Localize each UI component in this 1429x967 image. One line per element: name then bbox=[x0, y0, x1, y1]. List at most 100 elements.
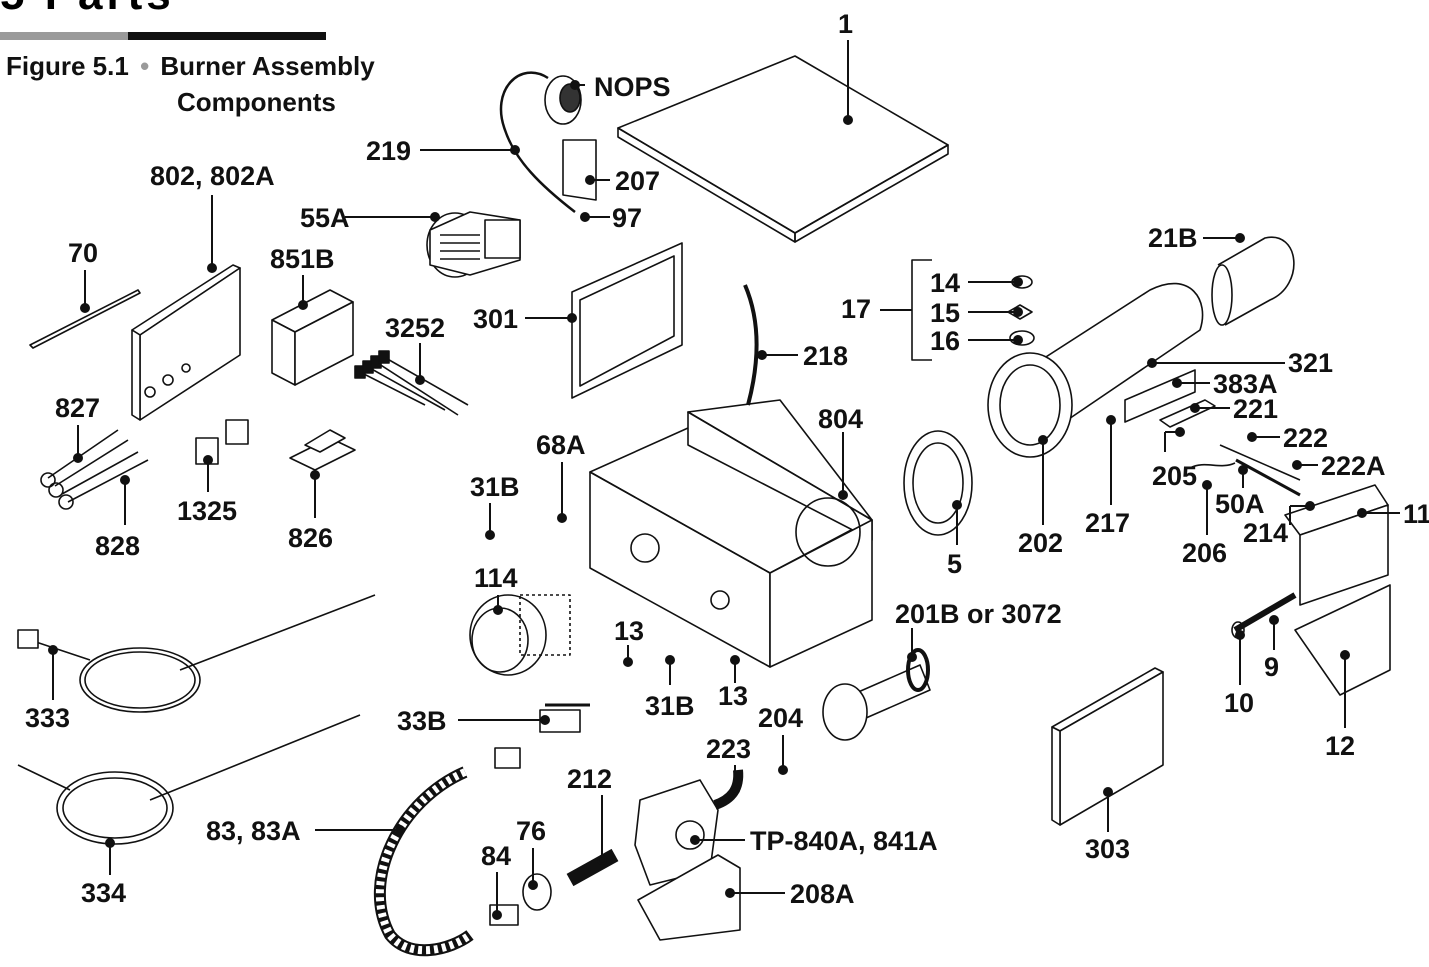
section-heading-fragment: 5 Parts bbox=[0, 0, 330, 12]
callout-labels: 1 NOPS 219 207 97 802, 802A 55A 70 851B … bbox=[25, 9, 1429, 909]
callout-201b: 201B or 3072 bbox=[895, 599, 1062, 629]
tube-218-drawing bbox=[743, 284, 759, 406]
junction-box-drawing bbox=[1284, 484, 1391, 696]
callout-70: 70 bbox=[68, 238, 98, 268]
part-16-drawing bbox=[1009, 330, 1035, 346]
cable-334-drawing bbox=[17, 714, 361, 845]
callout-1325: 1325 bbox=[177, 496, 237, 526]
callout-11: 11 bbox=[1403, 499, 1429, 529]
callout-3252: 3252 bbox=[385, 313, 445, 343]
access-panel-drawing bbox=[1051, 667, 1164, 826]
blower-drawing bbox=[426, 211, 521, 278]
callout-97: 97 bbox=[612, 203, 642, 233]
flex-hose-drawing bbox=[374, 766, 474, 957]
callout-301: 301 bbox=[473, 304, 518, 334]
callout-205: 205 bbox=[1152, 461, 1197, 491]
callout-1: 1 bbox=[838, 9, 853, 39]
callout-68a: 68A bbox=[536, 430, 586, 460]
callout-303: 303 bbox=[1085, 834, 1130, 864]
burner-head-drawing bbox=[822, 648, 931, 741]
gasket-drawing bbox=[903, 430, 973, 536]
heading-rule-black bbox=[128, 32, 326, 40]
pipe-212-drawing bbox=[566, 848, 619, 887]
callout-383a: 383A bbox=[1213, 369, 1278, 399]
heading-rule-gray bbox=[0, 32, 128, 40]
callout-212: 212 bbox=[567, 764, 612, 794]
ignition-module-drawing bbox=[271, 289, 354, 386]
callout-221: 221 bbox=[1233, 394, 1278, 424]
callout-9: 9 bbox=[1264, 652, 1279, 682]
figure-caption: Figure 5.1 • Burner Assembly bbox=[6, 50, 375, 82]
callout-219: 219 bbox=[366, 136, 411, 166]
bracket-208a-drawing bbox=[637, 854, 741, 941]
callout-214: 214 bbox=[1243, 518, 1288, 548]
callout-826: 826 bbox=[288, 523, 333, 553]
part-15-drawing bbox=[1007, 304, 1033, 320]
callout-31b-bottom: 31B bbox=[645, 691, 695, 721]
callout-50a: 50A bbox=[1215, 489, 1265, 519]
nipple-drawing bbox=[494, 747, 521, 769]
figure-title-line1: Burner Assembly bbox=[160, 51, 375, 81]
callout-tp-840a: TP-840A, 841A bbox=[750, 826, 938, 856]
power-cord-drawing bbox=[17, 594, 376, 713]
callout-21b: 21B bbox=[1148, 223, 1198, 253]
callout-nops: NOPS bbox=[594, 72, 671, 102]
callout-114: 114 bbox=[474, 563, 518, 593]
burner-housing-drawing bbox=[589, 399, 873, 668]
callout-802: 802, 802A bbox=[150, 161, 275, 191]
callout-5: 5 bbox=[947, 549, 962, 579]
sensor-206-drawing bbox=[1189, 462, 1236, 469]
callout-10: 10 bbox=[1224, 688, 1254, 718]
group-17-bracket bbox=[911, 259, 932, 361]
callout-13-a: 13 bbox=[614, 616, 644, 646]
callout-851b: 851B bbox=[270, 244, 335, 274]
air-shutter-drawing bbox=[469, 594, 571, 676]
callout-17: 17 bbox=[841, 294, 871, 324]
transformer-drawing bbox=[289, 429, 356, 471]
relay-b-drawing bbox=[225, 419, 249, 445]
callout-333: 333 bbox=[25, 703, 70, 733]
callout-321: 321 bbox=[1288, 348, 1333, 378]
electrode-222-drawing bbox=[1219, 444, 1301, 481]
callout-76: 76 bbox=[516, 816, 546, 846]
callout-334: 334 bbox=[81, 878, 126, 908]
wire-ties-drawing bbox=[354, 350, 469, 416]
nops-switch-drawing bbox=[499, 71, 597, 213]
blast-tube-drawing bbox=[987, 282, 1204, 458]
lead-wires-drawing bbox=[40, 429, 149, 510]
control-panel-drawing bbox=[131, 264, 241, 421]
lead-222a-drawing bbox=[1235, 458, 1301, 497]
callout-14: 14 bbox=[930, 268, 960, 298]
bracket-221-drawing bbox=[1159, 399, 1216, 428]
callout-217: 217 bbox=[1085, 508, 1130, 538]
callout-15: 15 bbox=[930, 298, 960, 328]
callout-223: 223 bbox=[706, 734, 751, 764]
callout-84: 84 bbox=[481, 841, 511, 871]
callout-828: 828 bbox=[95, 531, 140, 561]
leader-lines bbox=[48, 40, 1400, 920]
clamp-band-drawing bbox=[1211, 236, 1295, 326]
callout-208a: 208A bbox=[790, 879, 855, 909]
parts-artwork bbox=[17, 55, 1391, 957]
fitting-76-drawing bbox=[522, 873, 552, 911]
callout-33b: 33B bbox=[397, 706, 447, 736]
callout-204: 204 bbox=[758, 703, 803, 733]
callout-13-b: 13 bbox=[718, 681, 748, 711]
callout-202: 202 bbox=[1018, 528, 1063, 558]
callout-827: 827 bbox=[55, 393, 100, 423]
strip-70-drawing bbox=[29, 289, 141, 349]
callout-16: 16 bbox=[930, 326, 960, 356]
callout-218: 218 bbox=[803, 341, 848, 371]
figure-label: Figure 5.1 bbox=[6, 51, 129, 81]
callout-83: 83, 83A bbox=[206, 816, 301, 846]
panel-301-drawing bbox=[571, 242, 683, 399]
callout-222a: 222A bbox=[1321, 451, 1386, 481]
callout-222: 222 bbox=[1283, 423, 1328, 453]
callout-12: 12 bbox=[1325, 731, 1355, 761]
cover-plate-drawing bbox=[617, 55, 949, 243]
callout-55a: 55A bbox=[300, 203, 350, 233]
fitting-9-drawing bbox=[1233, 592, 1297, 633]
callout-31b-top: 31B bbox=[470, 472, 520, 502]
figure-title-line2: Components bbox=[177, 87, 336, 117]
